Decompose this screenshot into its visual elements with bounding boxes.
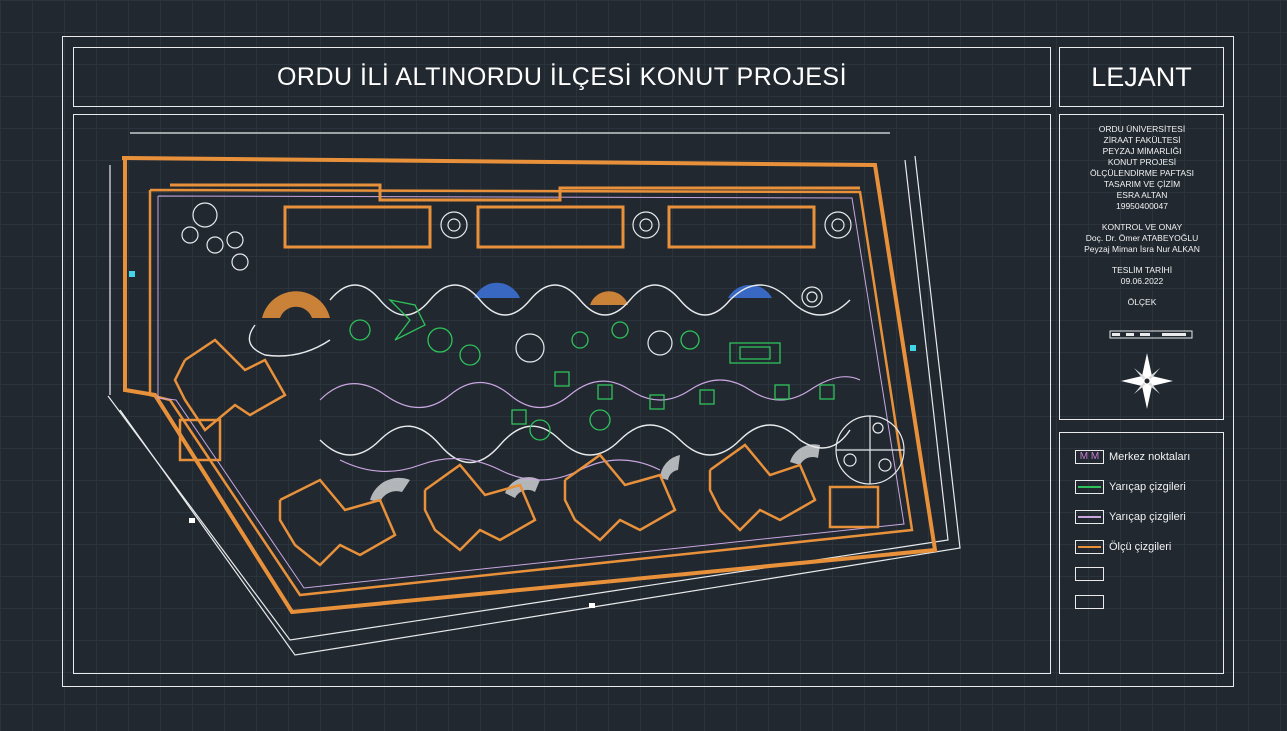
- green-line-swatch: [1075, 480, 1104, 494]
- road-lines: [107, 132, 961, 656]
- round-features: [181, 202, 905, 485]
- legend-item-empty-2: [1075, 595, 1109, 609]
- purple-line-swatch: [1075, 510, 1104, 524]
- legend-label: Yarıçap çizgileri: [1109, 481, 1186, 493]
- legend-box: [1059, 432, 1224, 674]
- faculty-text: ZİRAAT FAKÜLTESİ: [1103, 135, 1181, 145]
- empty-swatch: [1075, 595, 1104, 609]
- orange-line-swatch: [1075, 540, 1104, 554]
- sheet-type-text: ÖLÇÜLENDİRME PAFTASI: [1089, 168, 1195, 178]
- blue-amphitheatres: [474, 282, 772, 298]
- controller-1: Doç. Dr. Ömer ATABEYOĞLU: [1085, 233, 1199, 243]
- scale-label: ÖLÇEK: [1127, 297, 1157, 307]
- title-box: [73, 47, 1051, 107]
- sheet-title: ORDU İLİ ALTINORDU İLÇESİ KONUT PROJESİ: [276, 62, 848, 91]
- scale-bar-icon: [1109, 330, 1193, 339]
- legend-item-radius-green: Yarıçap çizgileri: [1075, 480, 1186, 494]
- north-arrow-icon: [1121, 353, 1173, 409]
- top-buildings: [170, 183, 860, 249]
- design-label: TASARIM VE ÇİZİM: [1103, 179, 1181, 189]
- purple-paths: [319, 376, 861, 481]
- designer-name: ESRA ALTAN: [1116, 190, 1168, 200]
- university-text: ORDU ÜNİVERSİTESİ: [1098, 124, 1186, 134]
- legend-label: Ölçü çizgileri: [1109, 541, 1172, 553]
- site-boundary: [121, 156, 938, 615]
- drawing-outer-frame: [62, 36, 1234, 687]
- department-text: PEYZAJ MİMARLIĞI: [1102, 146, 1182, 156]
- legend-item-radius-purple: Yarıçap çizgileri: [1075, 510, 1186, 524]
- student-number: 19950400047: [1115, 201, 1168, 211]
- cyan-markers: [129, 271, 916, 351]
- info-box: [1059, 114, 1224, 420]
- orange-seating: [262, 291, 628, 318]
- drawing-area-box: [73, 114, 1051, 674]
- playground: [836, 416, 904, 484]
- curved-paths: [248, 284, 851, 464]
- small-white-markers: [189, 518, 595, 608]
- center-points-swatch: M M: [1075, 450, 1104, 464]
- delivery-date: 09.06.2022: [1120, 276, 1164, 286]
- control-label: KONTROL VE ONAY: [1101, 222, 1183, 232]
- project-text: KONUT PROJESİ: [1107, 157, 1177, 167]
- legend-title-box: [1059, 47, 1224, 107]
- delivery-label: TESLİM TARİHİ: [1111, 265, 1173, 275]
- legend-label: Yarıçap çizgileri: [1109, 511, 1186, 523]
- legend-item-dimension: Ölçü çizgileri: [1075, 540, 1171, 554]
- legend-heading: LEJANT: [1091, 61, 1192, 92]
- legend-item-empty-1: [1075, 567, 1109, 581]
- legend-item-center-points: M M Merkez noktaları: [1075, 450, 1190, 464]
- white-seating: [370, 444, 820, 502]
- boundary-inner-line: [157, 195, 905, 589]
- empty-swatch: [1075, 567, 1104, 581]
- green-planting: [349, 298, 835, 441]
- housing-blocks: [173, 338, 880, 567]
- legend-label: Merkez noktaları: [1109, 451, 1191, 463]
- controller-2: Peyzaj Miman İsra Nur ALKAN: [1084, 244, 1200, 254]
- title-block-info: ORDU ÜNİVERSİTESİ ZİRAAT FAKÜLTESİ PEYZA…: [1062, 124, 1222, 308]
